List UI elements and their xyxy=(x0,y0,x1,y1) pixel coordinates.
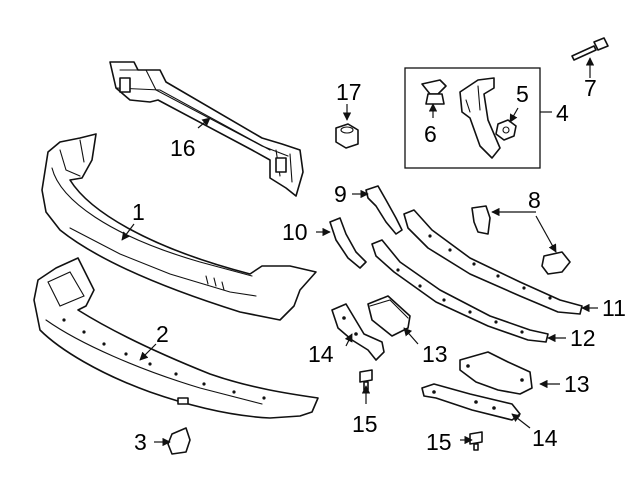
leader-14a xyxy=(344,333,353,347)
nut-5-part xyxy=(495,119,517,141)
callout-4: 4 xyxy=(556,100,569,126)
clip-8-upper-part xyxy=(471,205,491,235)
callout-3: 3 xyxy=(134,429,147,455)
bracket-9-part xyxy=(365,185,403,235)
callout-16: 16 xyxy=(170,135,196,161)
clip-6-part xyxy=(421,79,447,105)
clip-8-lower-part xyxy=(541,251,571,275)
callout-12: 12 xyxy=(570,325,596,351)
leader-14b xyxy=(511,413,531,429)
callout-1: 1 xyxy=(132,199,145,225)
leader-2 xyxy=(139,343,157,361)
leader-13a xyxy=(403,327,419,345)
reinforcement-beam-part xyxy=(109,61,304,197)
callout-7: 7 xyxy=(584,75,597,101)
retainer-strip-12-part xyxy=(371,239,549,343)
callout-9: 9 xyxy=(334,181,347,207)
callout-5: 5 xyxy=(516,81,529,107)
callout-8: 8 xyxy=(528,187,541,213)
tow-hook-cover-part xyxy=(167,427,191,455)
callout-15b: 15 xyxy=(426,429,452,455)
leader-5 xyxy=(509,107,519,123)
bracket-assembly-box xyxy=(404,67,541,169)
bracket-13b-part xyxy=(459,351,533,395)
bumper-cover-part xyxy=(41,133,317,321)
leader-1 xyxy=(121,223,135,241)
callout-13b: 13 xyxy=(564,371,590,397)
callout-14b: 14 xyxy=(532,425,558,451)
callout-15a: 15 xyxy=(352,411,378,437)
leader-lines xyxy=(121,57,598,447)
callout-10: 10 xyxy=(282,219,308,245)
screw-15b-part xyxy=(469,431,483,451)
nut-17-part xyxy=(335,123,359,149)
leader-16 xyxy=(197,117,211,129)
bolt-7-part xyxy=(571,37,609,61)
callout-13a: 13 xyxy=(422,341,448,367)
retainer-strip-11-part xyxy=(403,209,583,315)
callout-11: 11 xyxy=(602,295,626,321)
sensor-module-13a-part xyxy=(367,295,411,337)
lower-bumper-cover-part xyxy=(33,257,319,419)
leader-8-lower xyxy=(535,215,557,253)
bracket-10-part xyxy=(329,217,367,269)
callout-labels: 16 1 2 3 17 6 5 4 7 8 9 10 11 12 14 13 1… xyxy=(132,75,626,455)
callout-17: 17 xyxy=(336,79,362,105)
callout-14a: 14 xyxy=(308,341,334,367)
callout-6: 6 xyxy=(424,121,437,147)
callout-2: 2 xyxy=(156,321,169,347)
side-bracket-part xyxy=(459,77,501,159)
